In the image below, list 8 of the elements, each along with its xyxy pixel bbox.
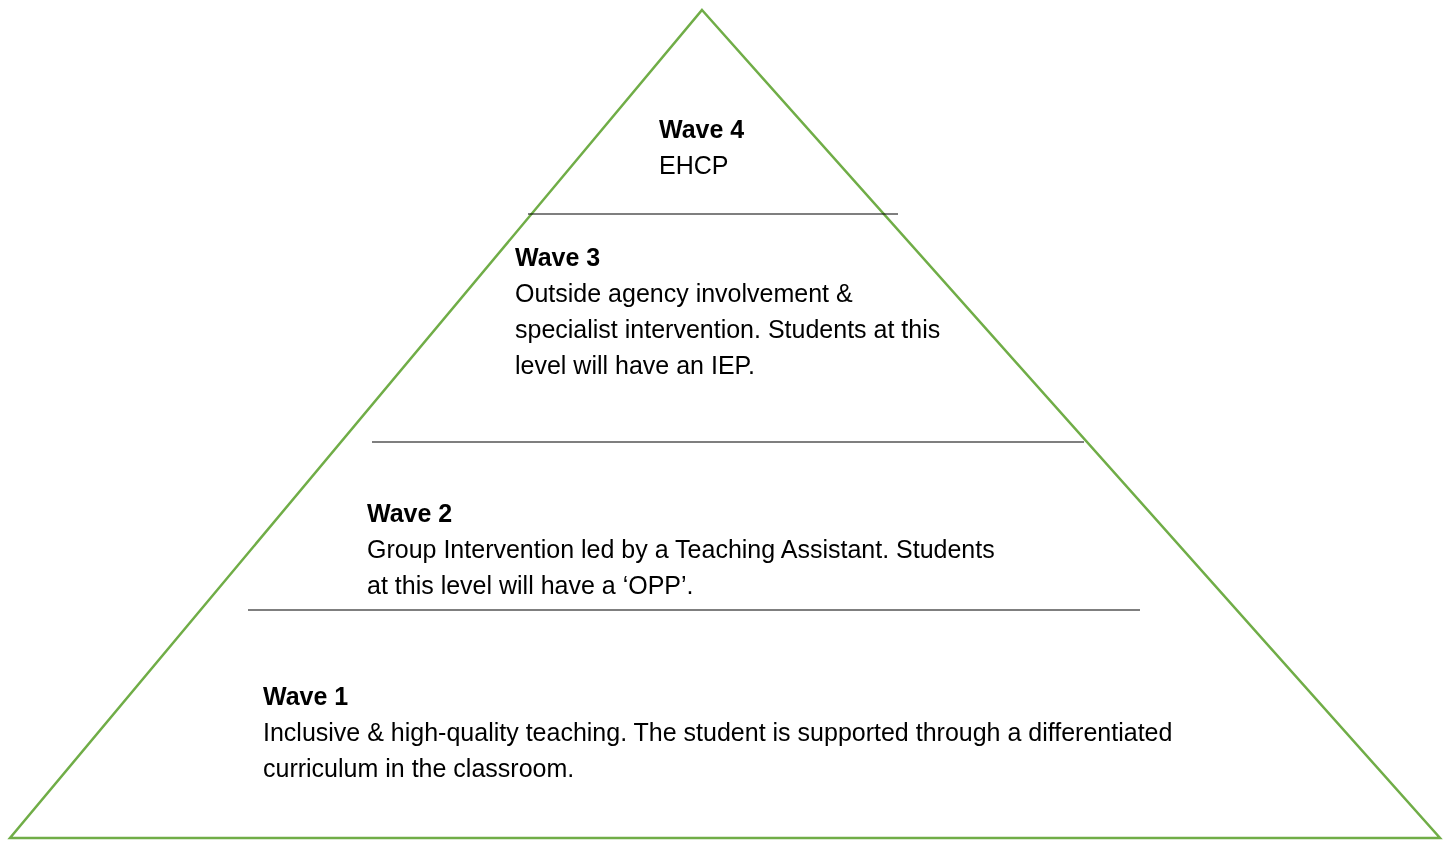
- tier-description: Outside agency involvement & specialist intervention. Students at this level will have an IEP.: [515, 278, 942, 381]
- tier-heading: Wave 2: [367, 498, 454, 529]
- tier-heading: Wave 1: [263, 681, 350, 712]
- tier-description: Group Intervention led by a Teaching Assistant. Students at this level will have a ‘OPP’.: [367, 534, 996, 601]
- tier-description: EHCP: [659, 150, 730, 181]
- tier-description: Inclusive & high-quality teaching. The student is supported through a differentiated curriculum in the classroom.: [263, 717, 1174, 784]
- tier-heading: Wave 4: [659, 114, 746, 145]
- tier-heading: Wave 3: [515, 242, 602, 273]
